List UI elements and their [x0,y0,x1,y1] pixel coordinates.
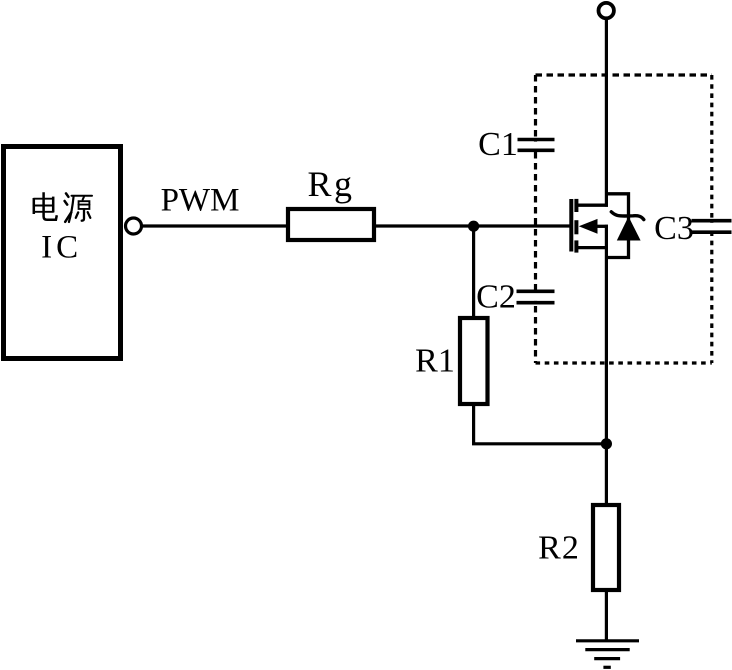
svg-text:R2: R2 [538,530,580,567]
svg-text:C1: C1 [478,126,518,163]
svg-text:IC: IC [41,230,82,266]
svg-text:PWM: PWM [161,182,240,218]
svg-text:Rg: Rg [307,164,354,204]
svg-text:C2: C2 [476,279,516,316]
svg-text:C3: C3 [654,210,694,247]
svg-text:R1: R1 [415,343,455,380]
